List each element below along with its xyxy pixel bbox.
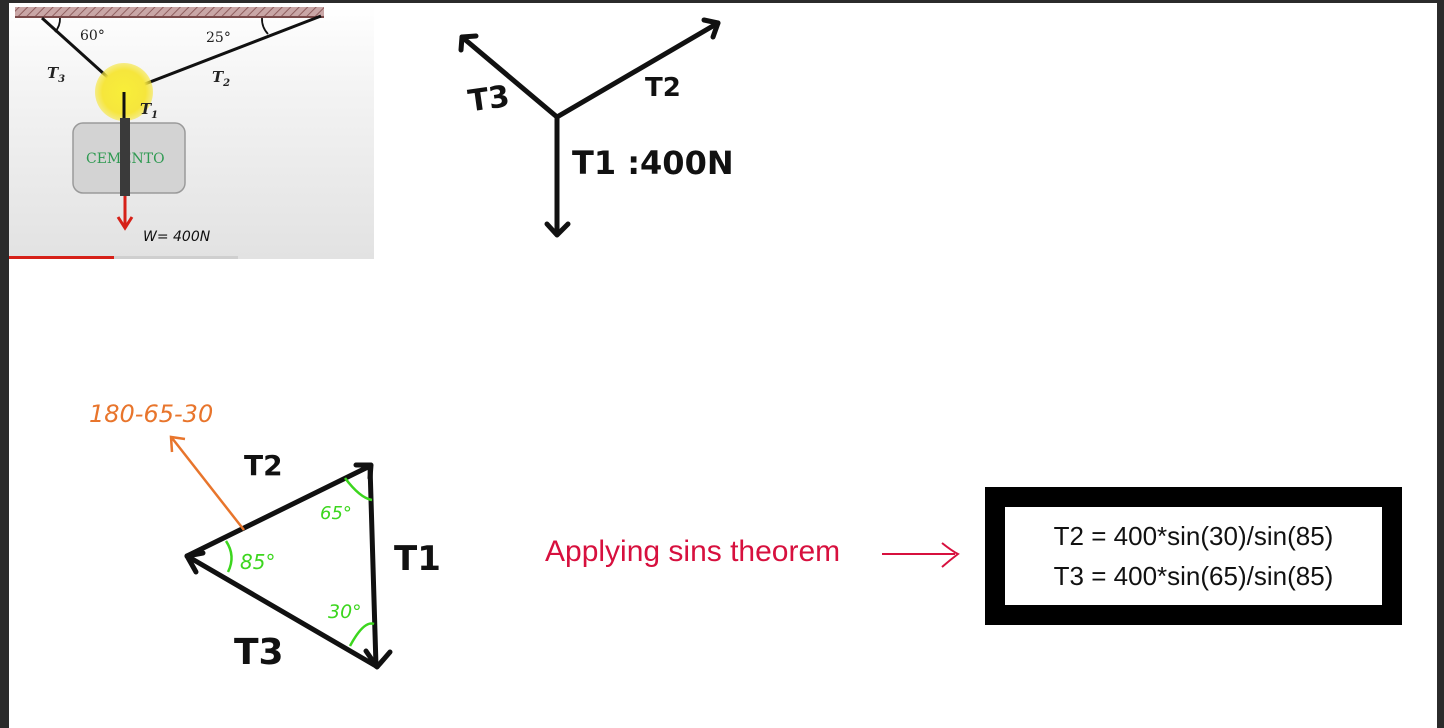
formula-panel: T2 = 400*sin(30)/sin(85) T3 = 400*sin(65… xyxy=(1005,507,1382,605)
sketch-t1-label: T1 :400N xyxy=(572,144,734,182)
angle-60-label: 60° xyxy=(80,28,105,44)
t3-label: T3 xyxy=(47,64,65,85)
angle-25-label: 25° xyxy=(206,30,231,46)
apply-sines-label: Applying sins theorem xyxy=(545,535,841,568)
sketch-t3-label: T3 xyxy=(466,79,512,119)
weight-label: W= 400N xyxy=(143,229,211,245)
triangle-t3-label: T3 xyxy=(234,632,284,673)
triangle-t2-label: T2 xyxy=(244,449,283,482)
angle-85-label: 85° xyxy=(240,550,275,574)
angle-65-label: 65° xyxy=(320,503,352,524)
angle-30-label: 30° xyxy=(328,601,362,623)
sketch-t2-label: T2 xyxy=(645,73,681,103)
window-right-edge xyxy=(1437,0,1444,728)
annotation-arrow xyxy=(171,437,245,531)
t1-label: T1 xyxy=(140,100,158,121)
formula-t3: T3 = 400*sin(65)/sin(85) xyxy=(1053,561,1334,591)
angle-arc-left xyxy=(54,17,61,33)
window-top-edge xyxy=(0,0,1444,3)
angle-arc-30 xyxy=(348,622,375,647)
formula-t2: T2 = 400*sin(30)/sin(85) xyxy=(1053,521,1334,551)
angle-arc-65 xyxy=(344,477,373,502)
triangle-t1-label: T1 xyxy=(394,539,441,579)
angle-annotation: 180-65-30 xyxy=(89,400,213,428)
rope-t2 xyxy=(123,14,322,94)
angle-arc-right xyxy=(261,17,269,35)
window-left-edge xyxy=(0,0,9,728)
video-progress-rest[interactable] xyxy=(114,256,238,259)
video-progress-played[interactable] xyxy=(9,256,114,259)
figure-background xyxy=(9,4,374,259)
angle-arc-85 xyxy=(224,540,233,573)
ceiling-hatch xyxy=(15,7,324,17)
formula-box: T2 = 400*sin(30)/sin(85) T3 = 400*sin(65… xyxy=(985,487,1402,625)
t2-label: T2 xyxy=(212,68,230,89)
